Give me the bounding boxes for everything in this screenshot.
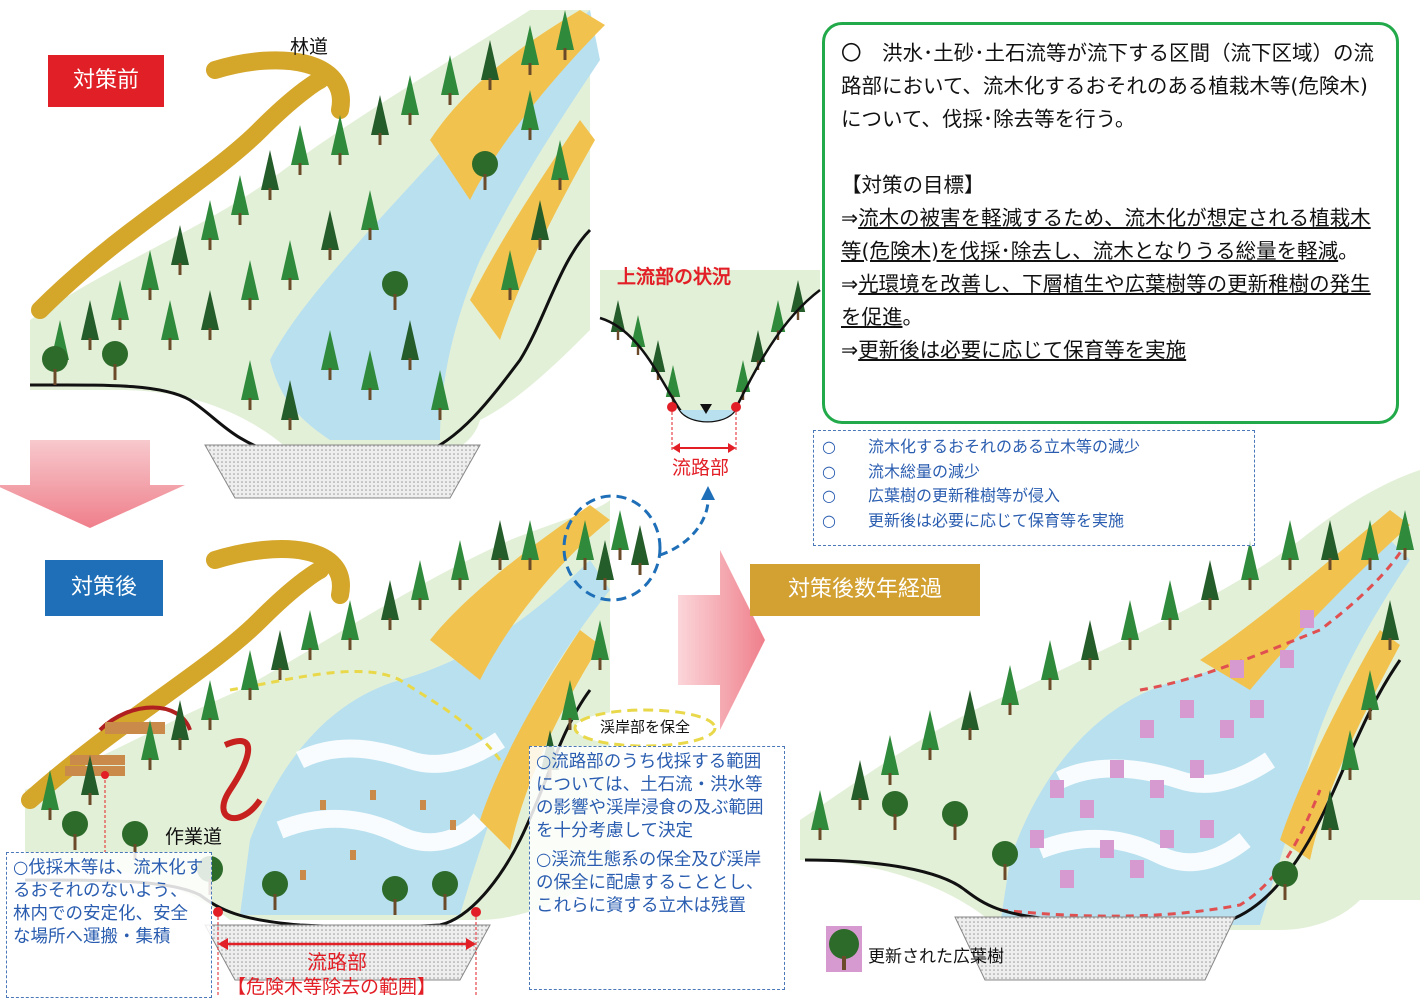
channel-label-small: 流路部: [672, 453, 730, 480]
goal-arrow: ⇒: [841, 338, 859, 362]
effect-text: 更新後は必要に応じて保育等を実施: [868, 510, 1125, 530]
stage-label-years-after: 対策後数年経過: [750, 564, 980, 616]
goal-text: 光環境を改善し、下層植生や広葉樹等の更新稚樹の発生を促進: [841, 272, 1371, 329]
effect-mark: ○: [822, 510, 836, 530]
goal-item-1: ⇒流木の被害を軽減するため、流木化が想定される植栽木等(危険木)を伐採･除去し、…: [841, 202, 1380, 268]
effect-item: ○ 流木総量の減少: [822, 460, 1246, 485]
goal-text: 流木の被害を軽減するため、流木化が想定される植栽木等(危険木)を伐採･除去し、流…: [841, 206, 1371, 263]
scene-after: [21, 486, 717, 995]
protect-bank-label: 渓岸部を保全: [600, 718, 691, 736]
stage-label-before: 対策前: [48, 55, 164, 107]
effect-mark: ○: [822, 437, 836, 456]
forest-road-label: 林道: [290, 36, 329, 58]
goal-arrow: ⇒: [841, 206, 859, 230]
legend-broadleaf-swatch: [826, 926, 862, 972]
effect-text: 流木総量の減少: [868, 461, 981, 481]
removal-range-label: 【危険木等除去の範囲】: [227, 976, 437, 998]
goal-text: 更新後は必要に応じて保育等を実施: [858, 338, 1187, 362]
goal-end: 。: [1338, 239, 1359, 263]
work-road-label: 作業道: [165, 826, 223, 848]
goal-item-3: ⇒更新後は必要に応じて保育等を実施: [841, 334, 1380, 367]
legend-broadleaf-label: 更新された広葉樹: [868, 947, 1004, 967]
effect-text: 広葉樹の更新稚樹等が侵入: [868, 486, 1061, 505]
effect-mark: ○: [822, 461, 836, 481]
note-mid-para-1: ○流路部のうち伐採する範囲については、土石流・洪水等の影響や渓岸浸食の及ぶ範囲を…: [536, 752, 764, 841]
channel-label-bottom: 流路部: [307, 950, 367, 974]
note-felled-trees: ○伐採木等は、流木化するおそれのないよう、林内での安定化、安全な場所へ運搬・集積: [6, 852, 212, 998]
effect-item: ○ 広葉樹の更新稚樹等が侵入: [822, 484, 1246, 509]
effect-item: ○ 流木化するおそれのある立木等の減少: [822, 435, 1246, 460]
down-arrow-icon: [0, 440, 185, 528]
effect-mark: ○: [822, 486, 836, 505]
scene-years: [800, 470, 1420, 981]
upstream-inset: [599, 270, 821, 453]
effect-text: 流木化するおそれのある立木等の減少: [868, 437, 1141, 456]
goal-item-2: ⇒光環境を改善し、下層植生や広葉樹等の更新稚樹の発生を促進。: [841, 268, 1380, 334]
goal-end: 。: [902, 305, 924, 329]
summary-intro: 〇 洪水･土砂･土石流等が流下する区間（流下区域）の流路部において、流木化するお…: [841, 41, 1374, 131]
upstream-title: 上流部の状況: [617, 266, 732, 288]
goal-heading: 【対策の目標】: [841, 173, 985, 197]
note-cutting-range: ○流路部のうち伐採する範囲については、土石流・洪水等の影響や渓岸浸食の及ぶ範囲を…: [529, 746, 785, 990]
right-arrow-icon: [678, 550, 765, 730]
stage-label-after: 対策後: [45, 560, 163, 616]
goal-arrow: ⇒: [841, 272, 859, 296]
effects-box: ○ 流木化するおそれのある立木等の減少 ○ 流木総量の減少 ○ 広葉樹の更新稚樹等が侵…: [813, 430, 1255, 546]
effect-item: ○ 更新後は必要に応じて保育等を実施: [822, 509, 1246, 534]
scene-before: [29, 10, 605, 499]
note-mid-para-2: ○渓流生態系の保全及び渓岸の保全に配慮することとし、これらに資する立木は残置: [536, 850, 764, 916]
summary-box: 〇 洪水･土砂･土石流等が流下する区間（流下区域）の流路部において、流木化するお…: [822, 22, 1399, 424]
